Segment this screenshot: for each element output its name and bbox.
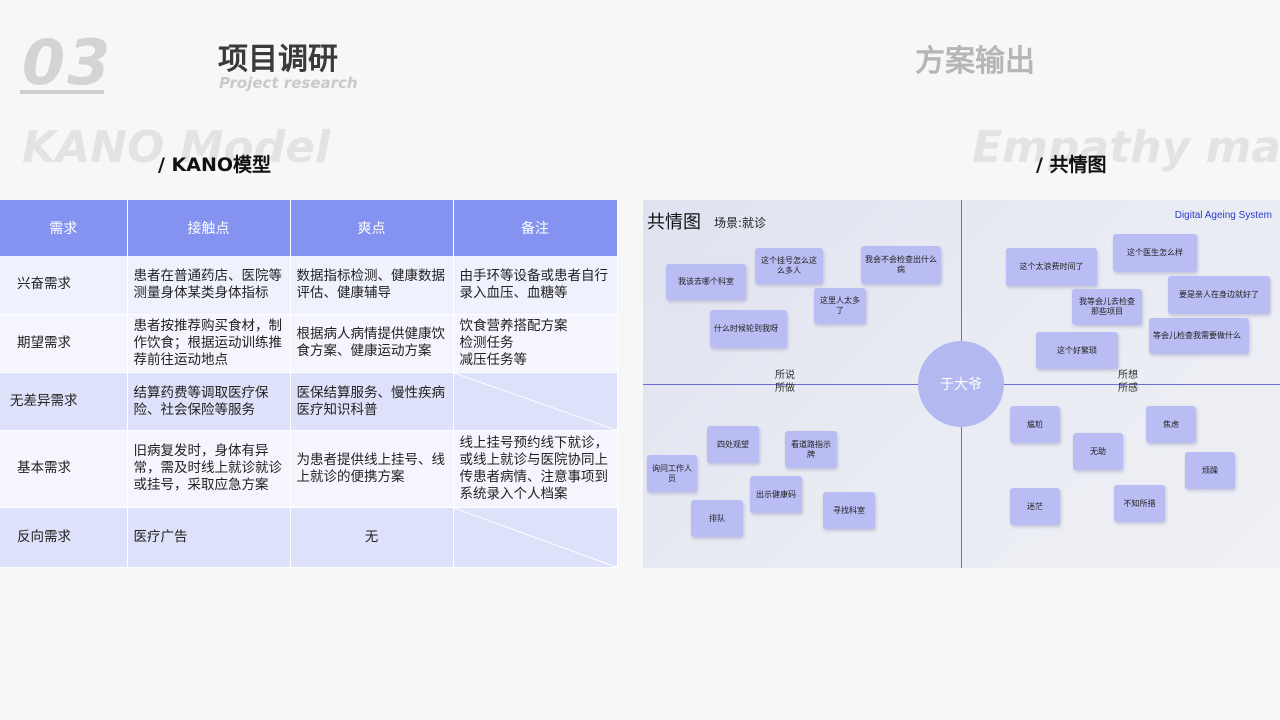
system-name: Digital Ageing System [1174, 210, 1272, 221]
note-thought: 这个好繁琐 [1036, 332, 1118, 369]
empathy-map-title: 共情图 [647, 212, 701, 233]
table-cell: 饮食营养搭配方案 检测任务 减压任务等 [453, 314, 618, 374]
empathy-caption: / 共情图 [1036, 154, 1107, 176]
empathy-map-scene: 场景:就诊 [714, 216, 767, 230]
note-did: 四处观望 [707, 426, 759, 463]
note-thought: 等会儿检查我需要做什么 [1149, 318, 1249, 354]
persona-circle: 于大爷 [918, 341, 1004, 427]
table-cell: 为患者提供线上挂号、线上就诊的便携方案 [290, 430, 454, 508]
header-cell: 接触点 [127, 200, 291, 256]
note-thought: 这个医生怎么样 [1113, 234, 1197, 272]
quadrant-label-thought-felt: 所想 所感 [1118, 370, 1138, 394]
table-cell: 由手环等设备或患者自行录入血压、血糖等 [453, 256, 618, 315]
table-cell: 数据指标检测、健康数据评估、健康辅导 [290, 256, 454, 315]
note-said: 什么时候轮到我呀 [710, 310, 787, 348]
section-number: 03 [22, 26, 113, 99]
category-cell: 兴奋需求 [0, 256, 128, 315]
category-cell: 反向需求 [0, 507, 128, 569]
table-row: 反向需求 医疗广告 无 [0, 507, 618, 569]
table-cell: 医疗广告 [127, 507, 291, 569]
table-cell: 医保结算服务、慢性疾病医疗知识科普 [290, 372, 454, 432]
note-felt: 焦虑 [1146, 406, 1196, 443]
note-did: 寻找科室 [823, 492, 875, 529]
note-felt: 无助 [1073, 433, 1123, 470]
table-row: 无差异需求 结算药费等调取医疗保险、社会保险等服务 医保结算服务、慢性疾病医疗知… [0, 372, 618, 432]
table-cell: 患者在普通药店、医院等测量身体某类身体指标 [127, 256, 291, 315]
note-felt: 烦躁 [1185, 452, 1235, 489]
empty-diagonal-cell [453, 372, 618, 432]
note-thought: 这个太浪费时间了 [1006, 248, 1097, 286]
note-said: 这个挂号怎么这么多人 [755, 248, 823, 284]
category-cell: 无差异需求 [0, 372, 128, 432]
quadrant-label-said-did: 所说 所做 [775, 370, 795, 394]
note-felt: 迷茫 [1010, 488, 1060, 525]
note-did: 看道路指示牌 [785, 431, 837, 468]
table-row: 兴奋需求 患者在普通药店、医院等测量身体某类身体指标 数据指标检测、健康数据评估… [0, 256, 618, 315]
page-subtitle: Project research [219, 74, 358, 92]
table-row: 期望需求 患者按推荐购买食材，制作饮食；根据运动训练推荐前往运动地点 根据病人病… [0, 314, 618, 374]
table-row: 基本需求 旧病复发时，身体有异常，需及时线上就诊就诊或挂号，采取应急方案 为患者… [0, 430, 618, 508]
header-cell: 需求 [0, 200, 128, 256]
kano-caption: / KANO模型 [158, 154, 272, 176]
note-did: 排队 [691, 500, 743, 537]
kano-table: 需求 接触点 爽点 备注 兴奋需求 患者在普通药店、医院等测量身体某类身体指标 … [0, 200, 618, 569]
page-title: 项目调研 [218, 42, 338, 77]
kano-header-row: 需求 接触点 爽点 备注 [0, 200, 618, 256]
note-said: 这里人太多了 [814, 288, 866, 324]
note-did: 出示健康码 [750, 476, 802, 513]
table-cell: 无 [290, 507, 454, 569]
table-cell: 患者按推荐购买食材，制作饮食；根据运动训练推荐前往运动地点 [127, 314, 291, 374]
category-cell: 基本需求 [0, 430, 128, 508]
table-cell: 根据病人病情提供健康饮食方案、健康运动方案 [290, 314, 454, 374]
header-cell: 爽点 [290, 200, 454, 256]
empathy-watermark: Empathy map [972, 122, 1280, 173]
note-thought: 我等会儿去检查那些项目 [1072, 289, 1142, 325]
note-felt: 不知所措 [1114, 485, 1165, 522]
note-thought: 要是亲人在身边就好了 [1168, 276, 1270, 314]
section-underline [20, 90, 104, 94]
header-cell: 备注 [453, 200, 618, 256]
note-said: 我该去哪个科室 [666, 264, 746, 300]
table-cell: 线上挂号预约线下就诊，或线上就诊与医院协同上传患者病情、注意事项到系统录入个人档… [453, 430, 618, 508]
note-said: 我会不会检查出什么病 [861, 246, 941, 284]
right-section-title: 方案输出 [915, 44, 1035, 79]
note-felt: 尴尬 [1010, 406, 1060, 443]
kano-watermark: KANO Model [22, 122, 331, 173]
category-cell: 期望需求 [0, 314, 128, 374]
note-did: 询问工作人员 [647, 455, 697, 492]
table-cell: 旧病复发时，身体有异常，需及时线上就诊就诊或挂号，采取应急方案 [127, 430, 291, 508]
table-cell: 结算药费等调取医疗保险、社会保险等服务 [127, 372, 291, 432]
empty-diagonal-cell [453, 507, 618, 569]
empathy-map: 共情图 场景:就诊 Digital Ageing System 于大爷 所说 所… [643, 200, 1280, 568]
